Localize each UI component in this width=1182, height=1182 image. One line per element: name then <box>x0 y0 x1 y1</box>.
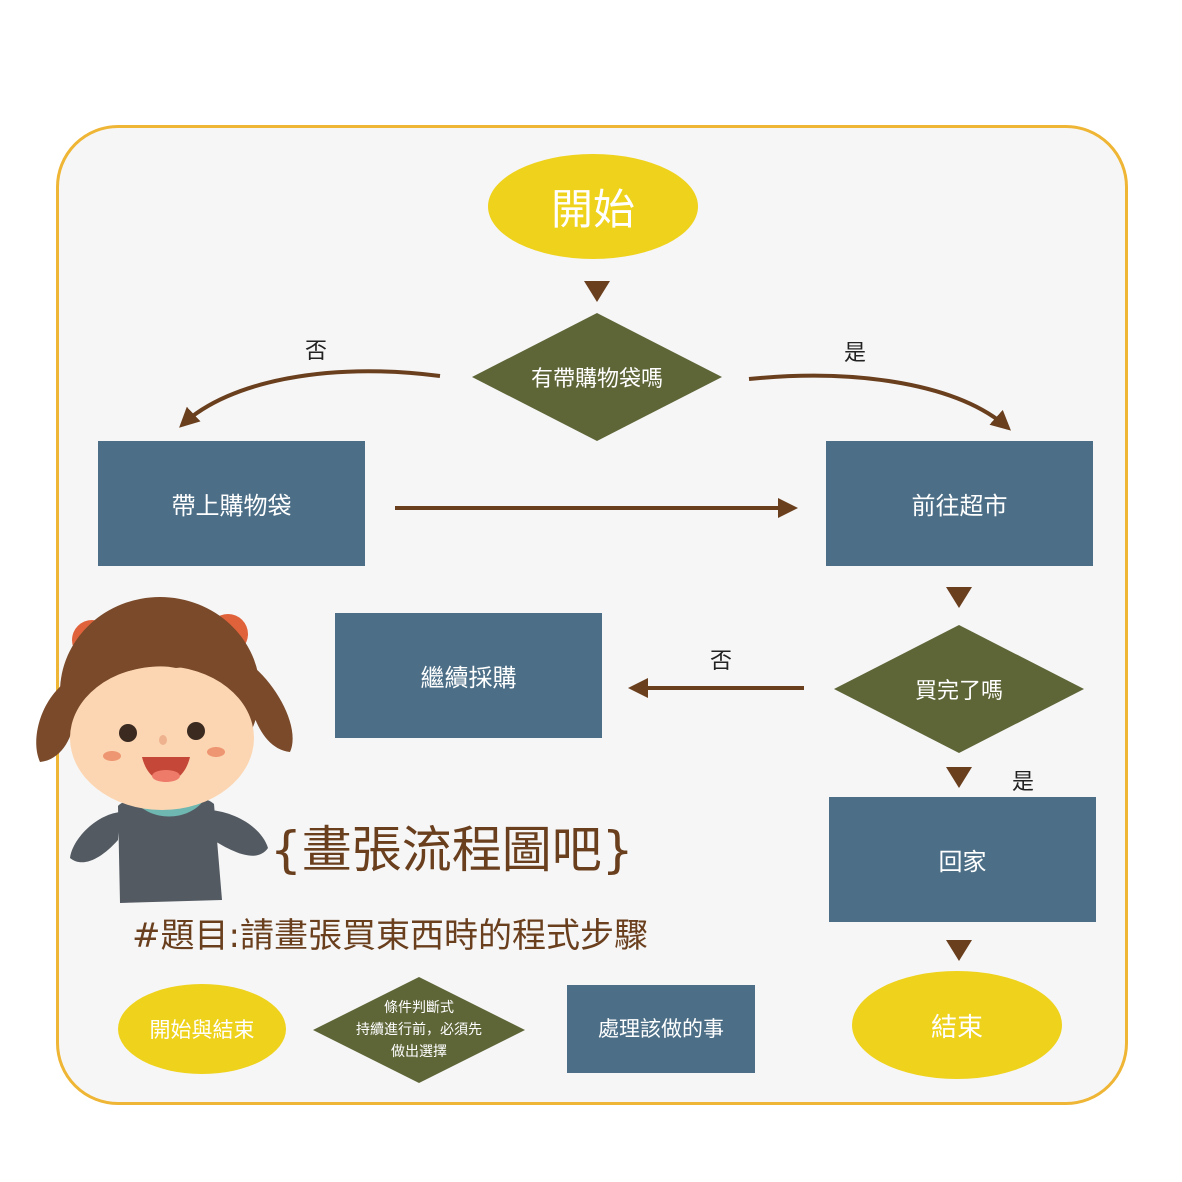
down-arrow-market <box>946 587 972 608</box>
node-keep-buying-label: 繼續採購 <box>420 664 517 692</box>
node-bring-bag: 帶上購物袋 <box>98 441 365 566</box>
legend-decision-line3: 做出選擇 <box>391 1044 447 1060</box>
down-arrow-home <box>946 940 972 961</box>
down-arrow-start <box>584 281 610 302</box>
node-question-done-label: 買完了嗎 <box>914 679 1003 704</box>
node-start-label: 開始 <box>550 185 635 234</box>
node-question-bag-label: 有帶購物袋嗎 <box>530 367 663 392</box>
node-go-home-label: 回家 <box>938 848 987 876</box>
legend-process-label: 處理該做的事 <box>598 1017 724 1041</box>
node-start: 開始 <box>488 154 698 259</box>
page-subtitle: #題目:請畫張買東西時的程式步驟 <box>132 916 648 956</box>
node-go-market-label: 前往超市 <box>911 492 1008 520</box>
arrow-no-bag <box>179 369 441 428</box>
legend-terminal-label: 開始與結束 <box>149 1018 255 1042</box>
decision-done-shape <box>834 625 1084 753</box>
node-go-market: 前往超市 <box>826 441 1093 566</box>
girl-character-illustration <box>36 597 293 903</box>
edge-label-yes-bag: 是 <box>844 341 867 366</box>
legend-terminal: 開始與結束 <box>118 984 286 1074</box>
legend-decision-line2: 持續進行前，必須先 <box>356 1022 482 1038</box>
legend-process: 處理該做的事 <box>567 985 755 1073</box>
legend-decision-line1: 條件判斷式 <box>384 1000 454 1016</box>
decision-bag-shape <box>472 313 722 441</box>
node-end: 結束 <box>852 971 1062 1079</box>
arrow-yes-bag <box>748 373 1011 431</box>
node-end-label: 結束 <box>930 1012 983 1043</box>
legend-decision: 條件判斷式 持續進行前，必須先 做出選擇 <box>313 977 525 1083</box>
node-question-bag: 有帶購物袋嗎 <box>472 313 722 441</box>
edge-label-no-bag: 否 <box>305 339 328 364</box>
legend-decision-shape <box>313 977 525 1083</box>
down-arrow-done <box>946 767 972 788</box>
node-question-done: 買完了嗎 <box>834 625 1084 753</box>
node-bring-bag-label: 帶上購物袋 <box>171 492 292 520</box>
edge-label-yes-done: 是 <box>1012 770 1035 795</box>
node-keep-buying: 繼續採購 <box>335 613 602 738</box>
page-title: {畫張流程圖吧} <box>270 821 634 879</box>
edge-label-no-done: 否 <box>710 649 733 674</box>
node-go-home: 回家 <box>829 797 1096 922</box>
